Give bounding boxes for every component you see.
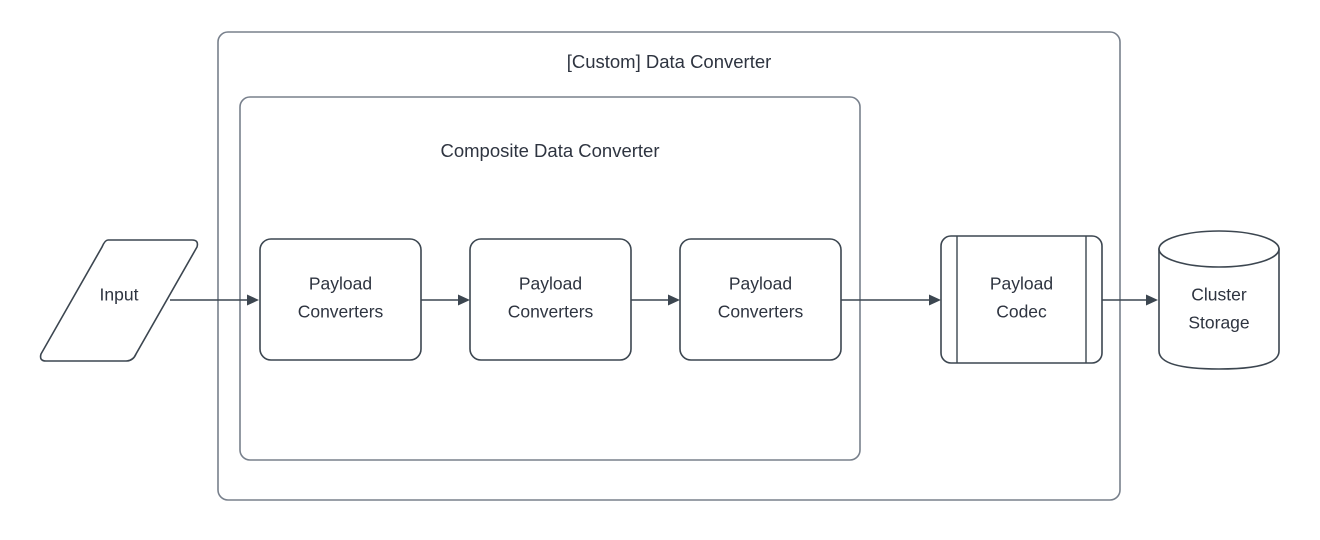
node-payload-converters-3[interactable]: Payload Converters: [679, 238, 842, 361]
arrowhead-icon: [247, 294, 259, 306]
node-input-shape: [39, 239, 199, 362]
node-payload-converters-3-label-line1: Payload: [729, 274, 792, 294]
node-input[interactable]: Input: [39, 239, 199, 362]
arrowhead-icon: [1146, 294, 1158, 306]
node-payload-converters-2-shape: [469, 238, 632, 361]
edge-payload-codec-to-cluster-storage: [1102, 294, 1158, 306]
container-composite-data-converter-label: Composite Data Converter: [440, 140, 659, 161]
node-payload-converters-3-shape: [679, 238, 842, 361]
node-cluster-storage-body: [1158, 248, 1280, 370]
node-payload-converters-1[interactable]: Payload Converters: [259, 238, 422, 361]
arrowhead-icon: [668, 294, 680, 306]
node-payload-converters-2-label-line1: Payload: [519, 274, 582, 294]
node-payload-converters-3-label-line2: Converters: [718, 302, 804, 322]
container-composite-data-converter[interactable]: Composite Data Converter: [239, 96, 861, 461]
container-custom-data-converter-border: [217, 31, 1121, 501]
node-payload-converters-2[interactable]: Payload Converters: [469, 238, 632, 361]
node-payload-converters-2-label-line2: Converters: [508, 302, 594, 322]
container-custom-data-converter-label: [Custom] Data Converter: [567, 51, 772, 72]
node-cluster-storage-top-ellipse: [1158, 230, 1280, 268]
arrowhead-icon: [929, 294, 941, 306]
node-payload-codec-shape: [940, 235, 1103, 364]
container-custom-data-converter[interactable]: [Custom] Data Converter: [217, 31, 1121, 501]
node-cluster-storage[interactable]: Cluster Storage: [1158, 230, 1280, 370]
node-input-label: Input: [100, 285, 139, 305]
edge-payload-converters-3-to-payload-codec: [841, 294, 941, 306]
node-payload-codec-label-line2: Codec: [996, 302, 1047, 322]
node-cluster-storage-label-line2: Storage: [1188, 313, 1249, 333]
node-payload-converters-1-label-line1: Payload: [309, 274, 372, 294]
node-payload-codec[interactable]: Payload Codec: [940, 235, 1103, 364]
node-payload-converters-1-label-line2: Converters: [298, 302, 384, 322]
node-payload-codec-label-line1: Payload: [990, 274, 1053, 294]
node-payload-converters-1-shape: [259, 238, 422, 361]
arrowhead-icon: [458, 294, 470, 306]
edge-payload-converters-1-to-2: [421, 294, 470, 306]
edge-payload-converters-2-to-3: [631, 294, 680, 306]
edge-input-to-payload-converters-1: [170, 294, 259, 306]
node-cluster-storage-label-line1: Cluster: [1191, 285, 1247, 305]
container-composite-data-converter-border: [239, 96, 861, 461]
